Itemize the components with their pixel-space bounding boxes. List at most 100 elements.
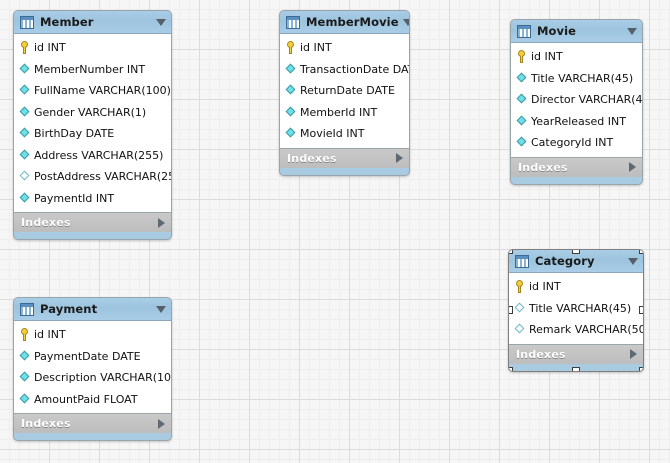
resize-handle-sw[interactable] (509, 366, 513, 371)
table-node-payment[interactable]: Payment id INT PaymentDate DATE Description… (13, 297, 172, 441)
column-label: id INT (300, 41, 332, 55)
chevron-right-icon[interactable] (396, 153, 403, 163)
resize-handle-nw[interactable] (509, 249, 513, 254)
diamond-icon (19, 372, 31, 384)
column-label: id INT (34, 41, 66, 55)
column-row[interactable]: YearReleased INT (511, 111, 642, 133)
table-icon (20, 15, 34, 29)
indexes-section-member[interactable]: Indexes (14, 212, 171, 232)
column-row[interactable]: PaymentId INT (14, 188, 171, 210)
table-bottom-strip (14, 433, 171, 440)
column-label: Description VARCHAR(100) (34, 371, 172, 385)
diamond-icon (514, 324, 526, 336)
key-icon (19, 328, 31, 342)
column-row[interactable]: CategoryId INT (511, 132, 642, 154)
column-row[interactable]: ReturnDate DATE (280, 80, 409, 102)
diamond-icon (19, 192, 31, 204)
chevron-right-icon[interactable] (630, 349, 637, 359)
column-row[interactable]: Title VARCHAR(45) (509, 298, 643, 320)
table-bottom-strip (280, 167, 409, 175)
indexes-section-payment[interactable]: Indexes (14, 413, 171, 433)
column-row[interactable]: BirthDay DATE (14, 123, 171, 145)
resize-handle-e[interactable] (639, 306, 643, 315)
indexes-section-category[interactable]: Indexes (509, 343, 643, 364)
column-row[interactable]: MemberId INT (280, 102, 409, 124)
column-label: Address VARCHAR(255) (34, 148, 164, 162)
table-node-membermovie[interactable]: MemberMovie id INT TransactionDate DATE Ret… (279, 10, 410, 176)
diamond-icon (516, 72, 528, 84)
column-row[interactable]: Title VARCHAR(45) (511, 68, 642, 90)
column-label: TransactionDate DATE (300, 62, 410, 76)
table-icon (515, 254, 529, 268)
column-row[interactable]: FullName VARCHAR(100) (14, 80, 171, 102)
chevron-right-icon[interactable] (629, 162, 636, 172)
table-title-member: Member (40, 15, 94, 29)
column-label: PostAddress VARCHAR(255) (34, 170, 172, 184)
table-title-membermovie: MemberMovie (306, 15, 399, 29)
diamond-icon (285, 128, 297, 140)
table-header-membermovie[interactable]: MemberMovie (280, 11, 409, 34)
chevron-down-icon[interactable] (627, 27, 637, 35)
table-header-movie[interactable]: Movie (511, 20, 642, 43)
column-label: MovieId INT (300, 127, 365, 141)
diamond-icon (19, 106, 31, 118)
resize-handle-ne[interactable] (639, 249, 643, 254)
column-row[interactable]: PostAddress VARCHAR(255) (14, 166, 171, 188)
indexes-section-movie[interactable]: Indexes (511, 156, 642, 177)
key-icon (19, 41, 31, 55)
column-row[interactable]: id INT (280, 37, 409, 59)
column-label: id INT (34, 328, 66, 342)
table-icon (517, 24, 531, 38)
column-row[interactable]: id INT (14, 37, 171, 59)
key-icon (516, 50, 528, 64)
resize-handle-s[interactable] (572, 366, 580, 371)
diamond-icon (19, 128, 31, 140)
chevron-down-icon[interactable] (156, 18, 166, 26)
table-title-movie: Movie (537, 24, 577, 38)
key-icon (514, 280, 526, 294)
column-label: PaymentDate DATE (34, 349, 141, 363)
column-row[interactable]: Address VARCHAR(255) (14, 145, 171, 167)
chevron-right-icon[interactable] (158, 217, 165, 228)
indexes-section-membermovie[interactable]: Indexes (280, 147, 409, 168)
table-title-category: Category (535, 254, 595, 268)
chevron-down-icon[interactable] (402, 18, 409, 26)
resize-handle-w[interactable] (509, 306, 513, 315)
column-row[interactable]: id INT (511, 46, 642, 68)
table-header-payment[interactable]: Payment (14, 298, 171, 321)
column-row[interactable]: Director VARCHAR(45) (511, 89, 642, 111)
indexes-label: Indexes (287, 151, 337, 165)
resize-handle-n[interactable] (572, 249, 580, 254)
column-row[interactable]: Description VARCHAR(100) (14, 367, 171, 389)
diamond-icon (19, 85, 31, 97)
column-row[interactable]: id INT (509, 276, 643, 298)
column-row[interactable]: PaymentDate DATE (14, 346, 171, 368)
column-row[interactable]: Gender VARCHAR(1) (14, 102, 171, 124)
column-row[interactable]: AmountPaid FLOAT (14, 389, 171, 411)
indexes-label: Indexes (21, 216, 71, 229)
column-row[interactable]: MemberNumber INT (14, 59, 171, 81)
column-row[interactable]: TransactionDate DATE (280, 59, 409, 81)
diamond-icon (516, 115, 528, 127)
table-bottom-strip (511, 176, 642, 184)
key-icon (285, 41, 297, 55)
indexes-label: Indexes (516, 347, 566, 361)
diamond-icon (285, 85, 297, 97)
chevron-down-icon[interactable] (628, 257, 638, 265)
table-header-category[interactable]: Category (509, 250, 643, 273)
diamond-icon (19, 149, 31, 161)
column-row[interactable]: Remark VARCHAR(500) (509, 319, 643, 341)
column-row[interactable]: MovieId INT (280, 123, 409, 145)
table-columns-payment: id INT PaymentDate DATE Description VARCHA… (14, 321, 171, 413)
chevron-down-icon[interactable] (156, 305, 166, 313)
column-row[interactable]: id INT (14, 324, 171, 346)
diamond-icon (514, 302, 526, 314)
resize-handle-se[interactable] (639, 366, 643, 371)
table-header-member[interactable]: Member (14, 11, 171, 34)
chevron-right-icon[interactable] (158, 418, 165, 429)
